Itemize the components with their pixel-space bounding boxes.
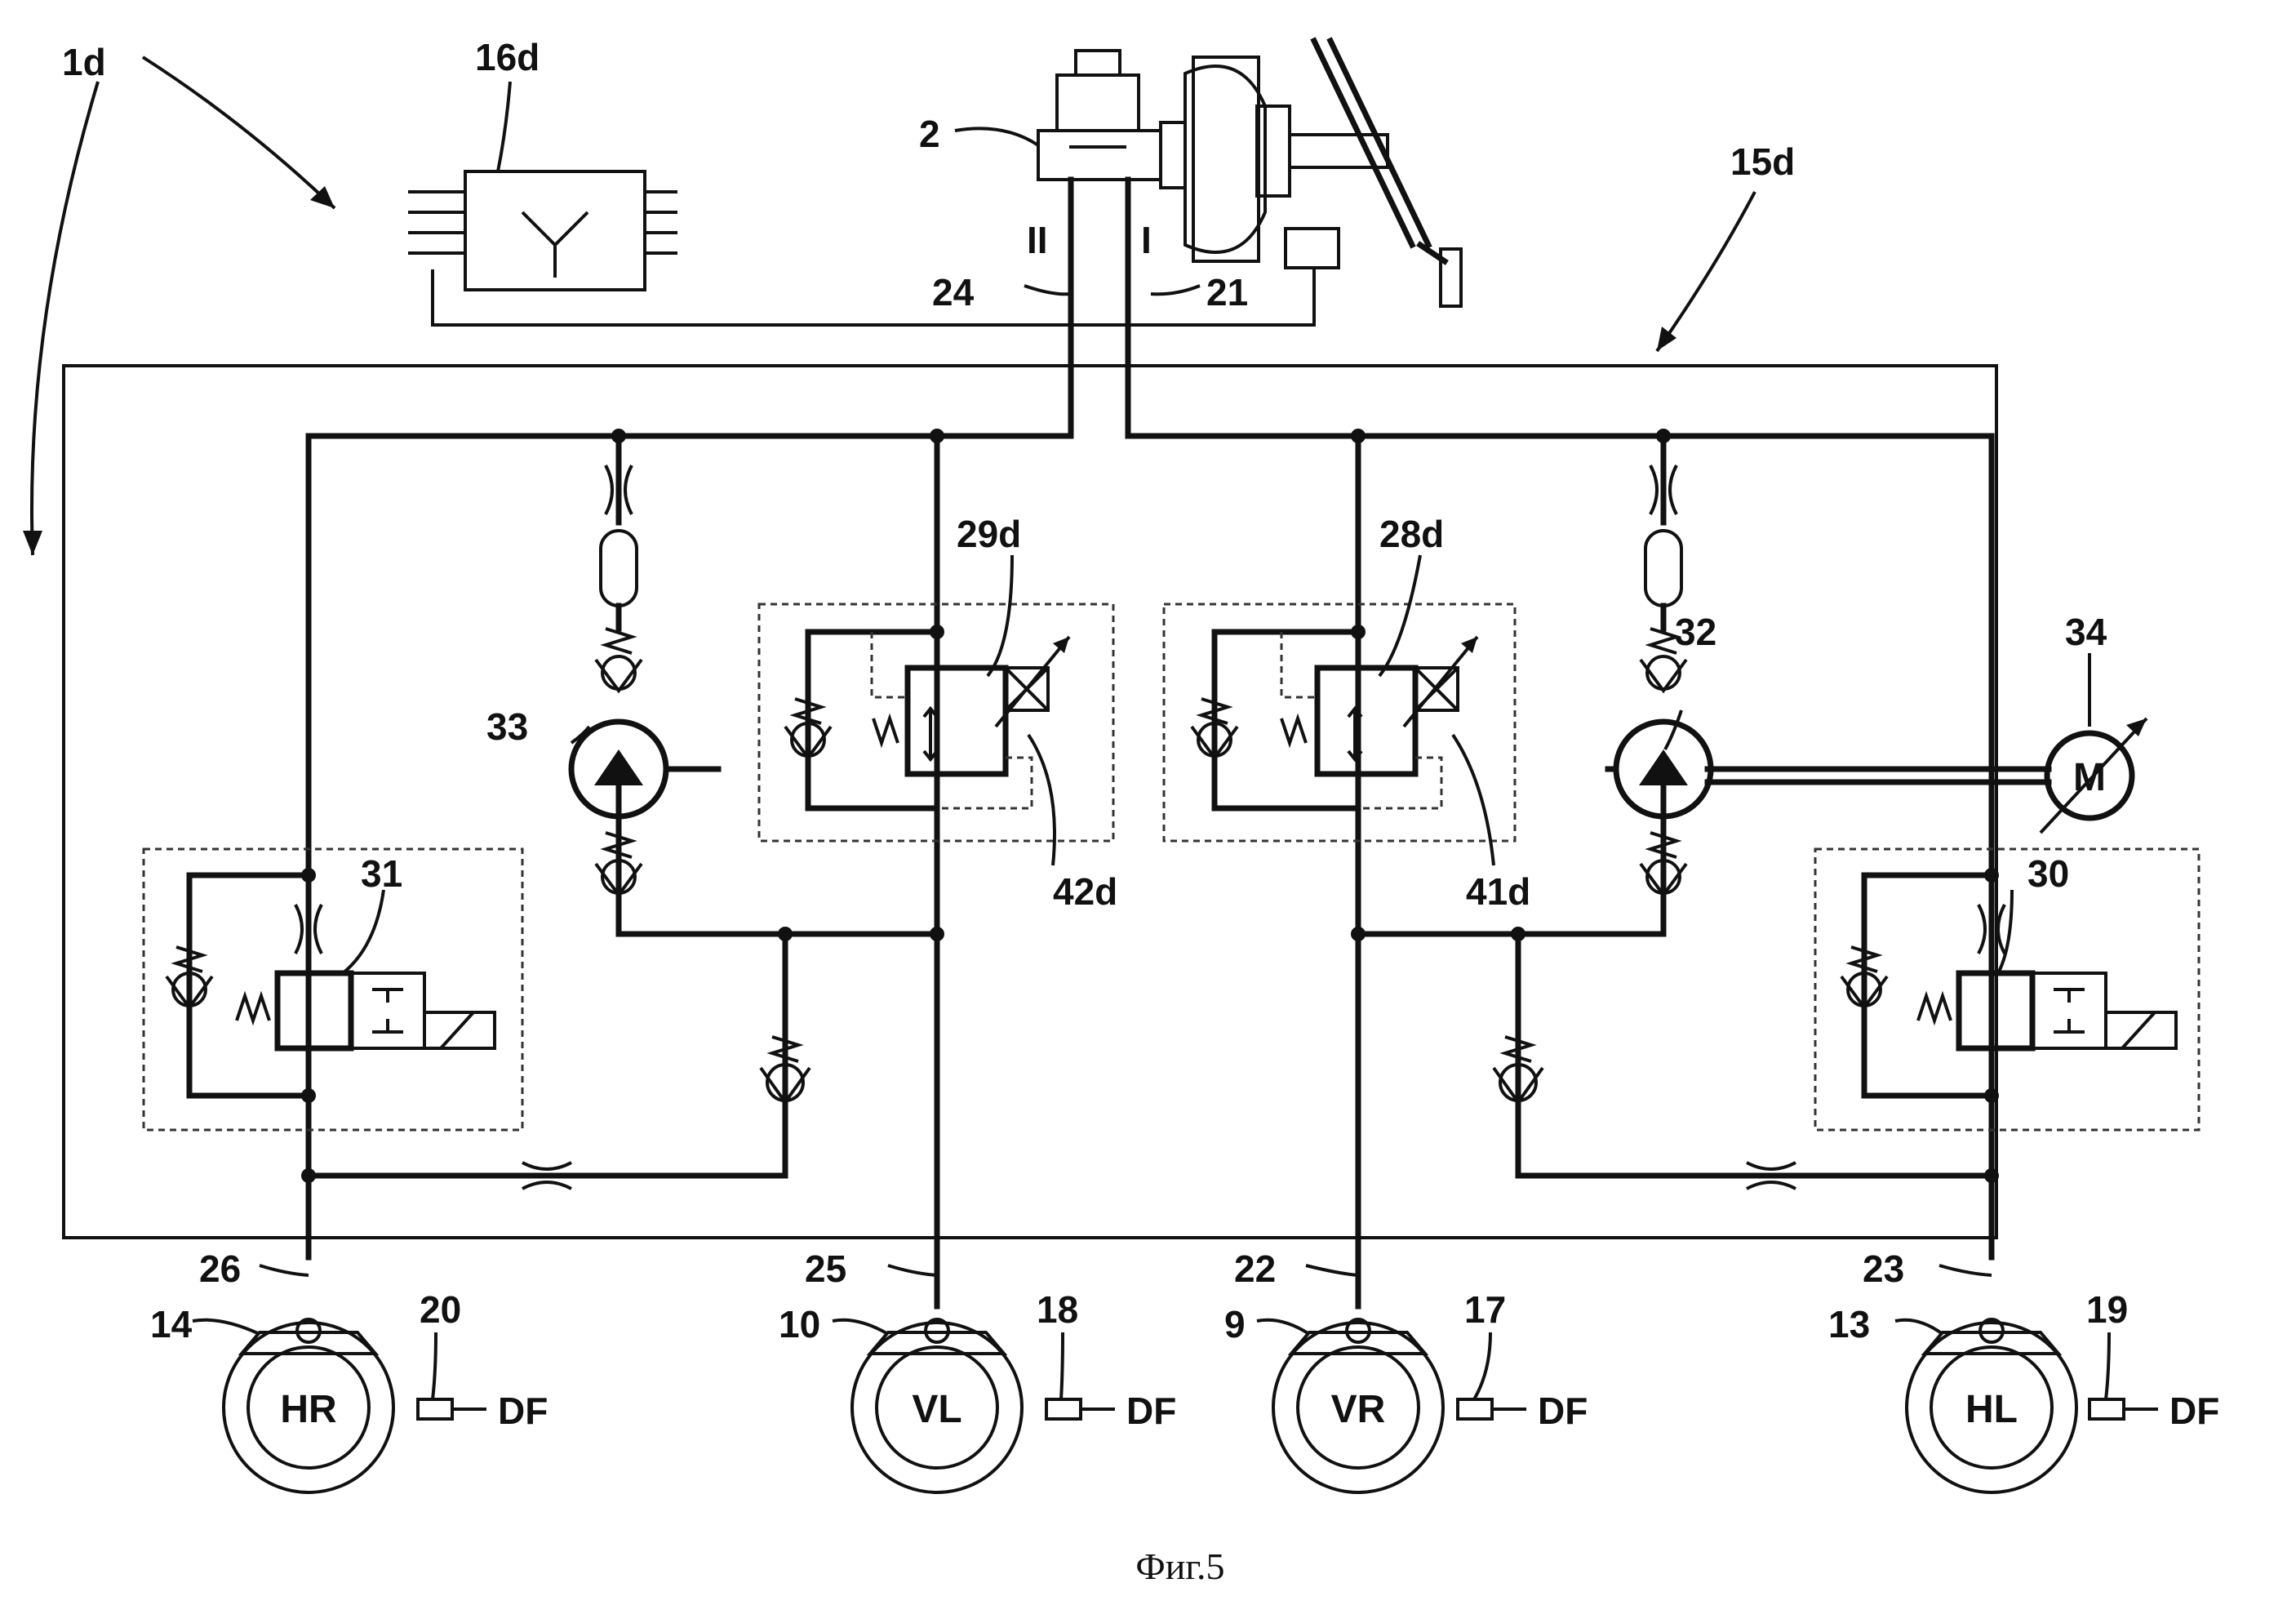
label-24: 24 bbox=[932, 271, 975, 314]
wheel-VL: VL DF bbox=[850, 1318, 1176, 1494]
label-23: 23 bbox=[1863, 1247, 1904, 1290]
pump-33 bbox=[568, 465, 722, 898]
signal-label-HL: DF bbox=[2169, 1390, 2219, 1432]
throttle-right bbox=[1746, 1161, 1796, 1190]
label-31: 31 bbox=[361, 852, 402, 895]
valve-31 bbox=[142, 847, 524, 1132]
wheel-label-VL: VL bbox=[912, 1388, 961, 1431]
pump-32 bbox=[1605, 465, 1714, 898]
valve-29d bbox=[757, 603, 1115, 843]
label-30: 30 bbox=[2027, 852, 2069, 895]
label-10: 10 bbox=[779, 1303, 820, 1345]
wheel-HL: HL DF bbox=[1905, 1318, 2219, 1494]
label-1d: 1d bbox=[62, 41, 106, 83]
label-26: 26 bbox=[199, 1247, 241, 1290]
label-19: 19 bbox=[2086, 1288, 2128, 1331]
label-41d: 41d bbox=[1466, 870, 1530, 913]
label-I: I bbox=[1141, 219, 1152, 261]
label-34: 34 bbox=[2065, 611, 2107, 653]
label-32: 32 bbox=[1675, 611, 1716, 653]
figure-caption: Фиг.5 bbox=[1135, 1545, 1224, 1587]
label-42d: 42d bbox=[1053, 870, 1117, 913]
wheel-HR: HR DF bbox=[222, 1318, 548, 1494]
valve-28d bbox=[1162, 603, 1517, 843]
label-21: 21 bbox=[1206, 271, 1248, 314]
label-33: 33 bbox=[486, 705, 528, 748]
signal-label-VR: DF bbox=[1538, 1390, 1588, 1432]
label-29d: 29d bbox=[957, 513, 1021, 555]
motor-34: M bbox=[2039, 717, 2148, 834]
label-17: 17 bbox=[1464, 1288, 1506, 1331]
leader-lines bbox=[23, 56, 2111, 1401]
motor-symbol: M bbox=[2073, 756, 2106, 799]
control-unit bbox=[408, 170, 1316, 327]
label-25: 25 bbox=[805, 1247, 846, 1290]
wheel-label-HR: HR bbox=[280, 1388, 336, 1431]
hydraulic-unit-frame bbox=[62, 364, 1998, 1239]
valve-30 bbox=[1814, 847, 2201, 1132]
label-13: 13 bbox=[1828, 1303, 1870, 1345]
label-15d: 15d bbox=[1730, 140, 1795, 183]
label-14: 14 bbox=[150, 1303, 193, 1345]
hydraulic-lines bbox=[305, 176, 2052, 1310]
label-9: 9 bbox=[1224, 1303, 1246, 1345]
signal-label-HR: DF bbox=[498, 1390, 548, 1432]
signal-label-VL: DF bbox=[1126, 1390, 1176, 1432]
wheel-VR: VR DF bbox=[1272, 1318, 1588, 1494]
throttle-left bbox=[522, 1161, 572, 1190]
junction-dots bbox=[301, 429, 1999, 1183]
label-22: 22 bbox=[1234, 1247, 1276, 1290]
wheel-label-VR: VR bbox=[1331, 1388, 1386, 1431]
label-18: 18 bbox=[1037, 1288, 1078, 1331]
label-20: 20 bbox=[420, 1288, 461, 1331]
check-valve-left-return bbox=[759, 1035, 811, 1105]
check-valve-right-return bbox=[1492, 1035, 1544, 1105]
master-cylinder-assembly bbox=[1037, 37, 1463, 308]
wheel-label-HL: HL bbox=[1965, 1388, 2018, 1431]
label-16d: 16d bbox=[475, 36, 540, 78]
label-II: II bbox=[1027, 219, 1048, 261]
label-28d: 28d bbox=[1379, 513, 1444, 555]
label-2: 2 bbox=[919, 113, 940, 155]
